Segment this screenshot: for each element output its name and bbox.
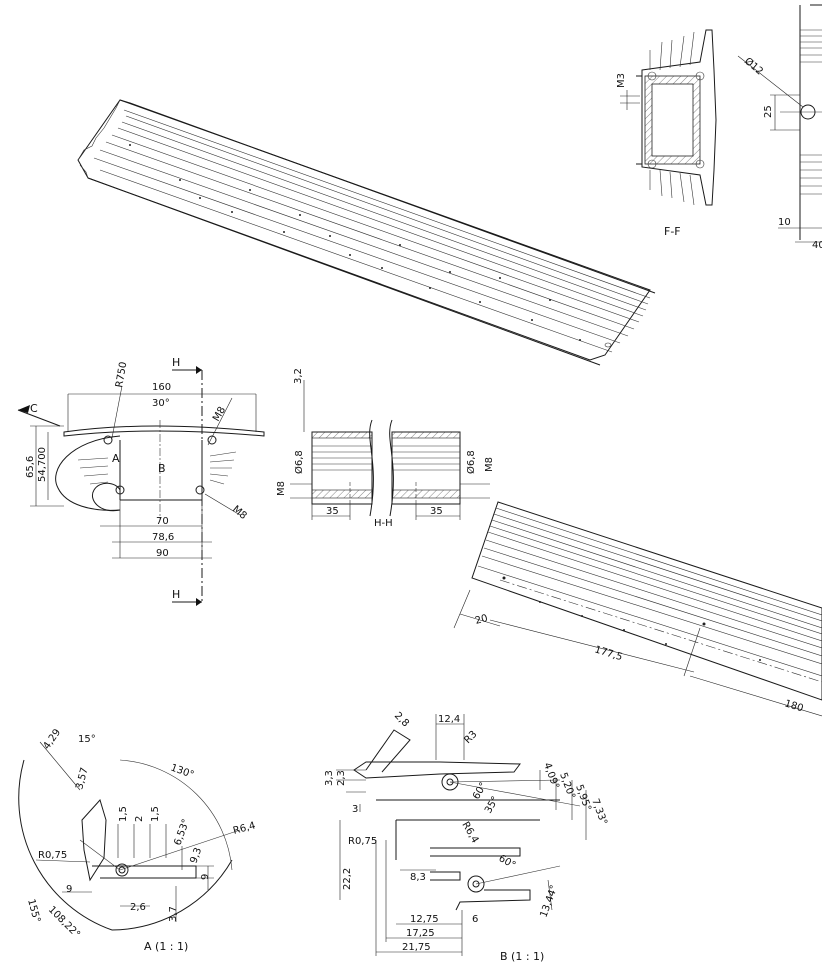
hh-d6-8-right-label: Ø6,8 xyxy=(465,450,477,474)
section-ff-view: M3 F-F xyxy=(616,29,717,238)
end-view: C H H R750 160 30° M8 65,6 54,700 A B M8… xyxy=(17,356,265,606)
end-h-bottom-label: H xyxy=(172,588,180,601)
b-13-44-label: 13,44° xyxy=(538,884,560,919)
b-60deg-top-label: 60° xyxy=(471,781,489,802)
detail-a-label: A (1 : 1) xyxy=(144,940,188,953)
hh-m8-right-label: M8 xyxy=(484,457,495,472)
side-d12-label: Ø12 xyxy=(742,55,766,77)
b-17-25-label: 17,25 xyxy=(406,928,435,939)
end-54-700-label: 54,700 xyxy=(37,447,48,482)
bottom-180-label: 180 xyxy=(783,698,804,714)
end-m8-top-label: M8 xyxy=(211,405,228,423)
end-78-6-label: 78,6 xyxy=(152,532,174,543)
b-6-label: 6 xyxy=(472,914,478,925)
a-4-29-label: 4,29 xyxy=(41,727,63,752)
b-3-3-label: 3,3 xyxy=(324,770,335,786)
bottom-177-5-label: 177,5 xyxy=(593,644,624,663)
detail-b-view: 2,8 12,4 R3 3,3 2,3 3 4,09° 5,20° 5,95° … xyxy=(324,710,609,963)
end-a-label: A xyxy=(112,452,120,465)
a-3-57-label: 3,57 xyxy=(74,766,90,790)
b-2-8-label: 2,8 xyxy=(392,710,411,729)
detail-a-view: 4,29 15° 130° 3,57 1,5 2 1,5 6,53° R6,4 … xyxy=(18,727,257,953)
ff-m3-label: M3 xyxy=(616,73,627,88)
ff-section-label: F-F xyxy=(664,225,681,238)
a-2-6-label: 2,6 xyxy=(130,902,146,913)
b-22-2-label: 22,2 xyxy=(342,868,353,890)
side-view: Ø12 25 10 40 xyxy=(737,4,822,251)
side-d10-label: 10 xyxy=(778,217,791,228)
a-1-5a-label: 1,5 xyxy=(118,806,129,822)
a-155deg-label: 155° xyxy=(25,898,42,924)
hh-m8-left-label: M8 xyxy=(276,481,287,496)
side-d25-label: 25 xyxy=(763,105,774,118)
end-h-top-label: H xyxy=(172,356,180,369)
a-9-3-label: 9,3 xyxy=(188,846,204,865)
end-160-label: 160 xyxy=(152,382,171,393)
end-b-label: B xyxy=(158,462,166,475)
b-2-3-label: 2,3 xyxy=(336,770,347,786)
b-r0-75-label: R0,75 xyxy=(348,836,377,847)
end-90-label: 90 xyxy=(156,548,169,559)
b-12-75-label: 12,75 xyxy=(410,914,439,925)
a-r0-75-label: R0,75 xyxy=(38,850,67,861)
hh-35-right-label: 35 xyxy=(430,506,443,517)
a-r6-4-label: R6,4 xyxy=(232,820,257,837)
hh-d6-8-left-label: Ø6,8 xyxy=(293,450,305,474)
a-130deg-label: 130° xyxy=(169,762,195,781)
end-65-6-label: 65,6 xyxy=(25,456,36,478)
b-r3-label: R3 xyxy=(462,729,479,746)
bottom-20-label: 20 xyxy=(474,613,489,627)
b-5-95-label: 5,95° xyxy=(573,783,593,812)
end-r750-label: R750 xyxy=(114,361,129,389)
a-9-left-label: 9 xyxy=(66,884,72,895)
b-r6-4-label: R6,4 xyxy=(459,820,480,845)
b-7-33-label: 7,33° xyxy=(589,797,609,826)
side-d40-label: 40 xyxy=(812,240,822,251)
a-2-label: 2 xyxy=(134,816,145,822)
a-3-7-label: 3,7 xyxy=(168,906,179,922)
b-8-3-label: 8,3 xyxy=(410,872,426,883)
a-108-22-label: 108,22° xyxy=(46,904,82,940)
hh-3-2-label: 3,2 xyxy=(293,368,304,384)
end-m8-bottom-label: M8 xyxy=(230,504,249,522)
bottom-view: 20 177,5 180 xyxy=(453,501,822,717)
end-70-label: 70 xyxy=(156,516,169,527)
hh-35-left-label: 35 xyxy=(326,506,339,517)
b-21-75-label: 21,75 xyxy=(402,942,431,953)
a-15deg-label: 15° xyxy=(78,734,96,745)
a-6-53-label: 6,53° xyxy=(172,818,192,847)
b-35deg-label: 35° xyxy=(483,795,501,816)
isometric-profile-view xyxy=(77,99,656,366)
section-hh-view: 3,2 Ø6,8 M8 Ø6,8 M8 35 35 H-H xyxy=(276,368,495,529)
end-30deg-label: 30° xyxy=(152,398,170,409)
detail-b-label: B (1 : 1) xyxy=(500,950,544,963)
a-1-5b-label: 1,5 xyxy=(150,806,161,822)
b-12-4-label: 12,4 xyxy=(438,714,460,725)
hh-section-label: H-H xyxy=(374,518,393,529)
end-c-label: C xyxy=(30,402,38,415)
b-3-label: 3 xyxy=(352,804,358,815)
a-9-right-label: 9 xyxy=(200,874,211,880)
